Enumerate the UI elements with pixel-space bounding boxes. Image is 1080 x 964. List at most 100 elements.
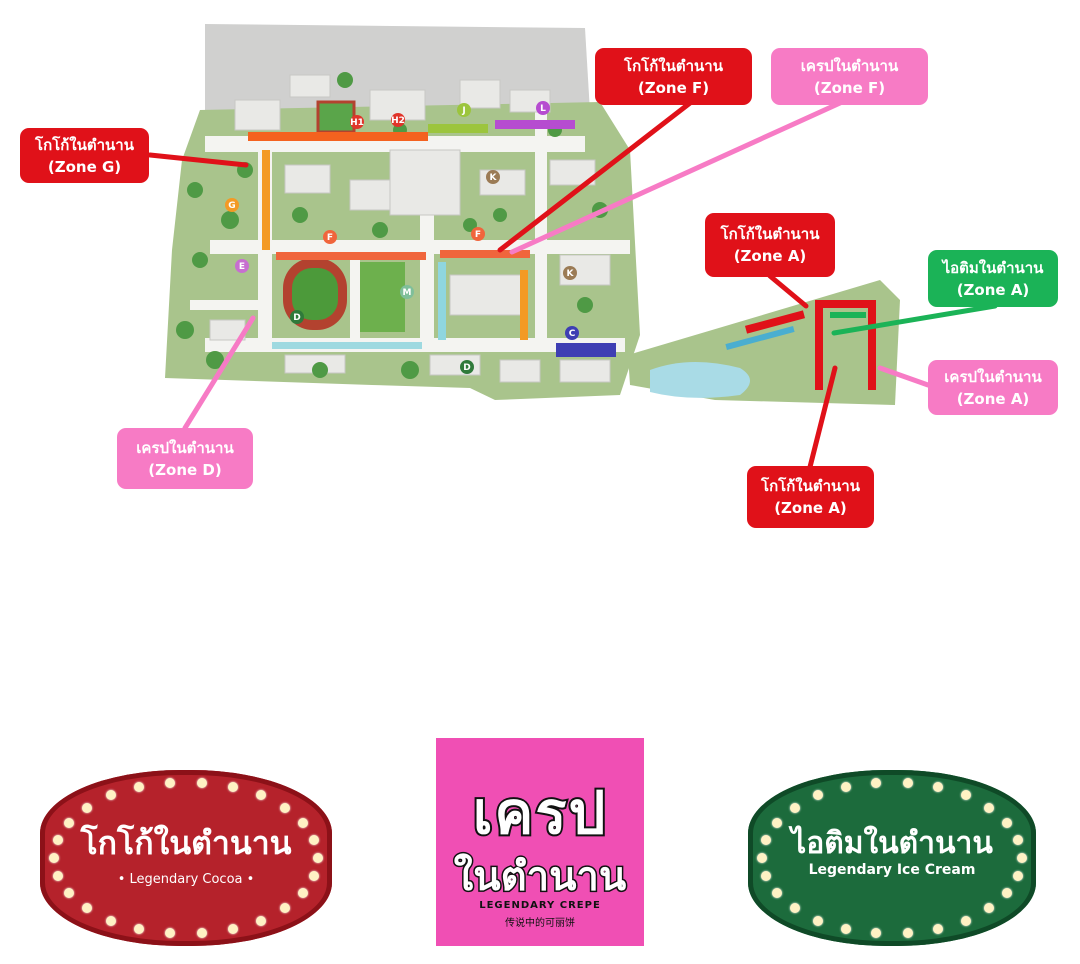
svg-text:H2: H2 bbox=[391, 116, 405, 126]
svg-text:K: K bbox=[490, 173, 498, 183]
marquee-bulb bbox=[309, 834, 320, 845]
marquee-bulb bbox=[840, 924, 851, 935]
marquee-bulb bbox=[313, 853, 323, 863]
marquee-bulb bbox=[297, 817, 308, 828]
svg-text:H1: H1 bbox=[350, 118, 364, 128]
marquee-bulb bbox=[933, 781, 944, 792]
marquee-bulb bbox=[279, 802, 290, 813]
marquee-bulb bbox=[106, 790, 116, 801]
map-buildings bbox=[209, 74, 611, 383]
marquee-bulb bbox=[196, 928, 207, 939]
callout-line1: โกโก้ในตำนาน bbox=[720, 225, 820, 243]
marquee-bulb bbox=[902, 928, 913, 939]
svg-text:G: G bbox=[228, 201, 235, 211]
marquee-bulb bbox=[165, 777, 176, 788]
marquee-bulb bbox=[49, 853, 59, 863]
marquee-bulb bbox=[984, 802, 995, 813]
marquee-bulb bbox=[134, 781, 145, 792]
logo-ice-subtitle: Legendary Ice Cream bbox=[808, 862, 976, 878]
marquee-bulb bbox=[227, 924, 238, 935]
map-roads bbox=[190, 100, 630, 352]
marquee-bulb bbox=[255, 790, 266, 801]
callout-icecream-zone-a: ไอติมในตำนาน (Zone A) bbox=[928, 250, 1058, 307]
marquee-bulb bbox=[134, 924, 145, 935]
callout-crepe-zone-d: เครปในตำนาน (Zone D) bbox=[117, 428, 253, 489]
logo-ice-bulbs bbox=[748, 770, 1036, 946]
marquee-bulb bbox=[52, 871, 63, 882]
marquee-bulb bbox=[1002, 888, 1013, 899]
svg-text:M: M bbox=[403, 288, 412, 298]
marquee-bulb bbox=[789, 903, 800, 914]
logo-cocoa-title: โกโก้ในตำนาน bbox=[80, 824, 292, 862]
svg-text:D: D bbox=[293, 313, 300, 323]
svg-text:C: C bbox=[569, 329, 576, 339]
logo-ice-title: ไอติมในตำนาน bbox=[791, 826, 993, 861]
svg-text:E: E bbox=[239, 262, 245, 272]
logo-cocoa-subtitle: • Legendary Cocoa • bbox=[117, 872, 255, 887]
svg-text:K: K bbox=[567, 269, 575, 279]
logo-crepe-title2: ในตำนาน bbox=[452, 853, 627, 902]
callout-line1: ไอติมในตำนาน bbox=[942, 258, 1044, 277]
marquee-bulb bbox=[960, 915, 971, 926]
marquee-bulb bbox=[106, 915, 116, 926]
callout-line2: (Zone F) bbox=[637, 78, 710, 97]
callout-line1: โกโก้ในตำนาน bbox=[761, 477, 860, 495]
marquee-bulb bbox=[227, 781, 238, 792]
marquee-bulb bbox=[165, 928, 176, 939]
map-zone-a-booths bbox=[744, 300, 876, 390]
map-booth-strips bbox=[248, 120, 616, 357]
marquee-bulb bbox=[309, 871, 320, 882]
marquee-bulb bbox=[960, 790, 971, 801]
map-east-lake bbox=[650, 361, 750, 398]
marquee-bulb bbox=[813, 915, 824, 926]
logo-crepe-chinese: 传说中的可丽饼 bbox=[505, 918, 575, 929]
marquee-bulb bbox=[760, 871, 771, 882]
map-rugby-field bbox=[360, 262, 405, 332]
logo-cocoa-plate bbox=[40, 770, 332, 946]
callout-cocoa-zone-g: โกโก้ในตำนาน (Zone G) bbox=[20, 128, 149, 183]
logo-legendary-cocoa: โกโก้ในตำนาน • Legendary Cocoa • bbox=[40, 770, 332, 946]
callout-line2: (Zone A) bbox=[774, 499, 847, 517]
logo-legendary-ice-cream: ไอติมในตำนาน Legendary Ice Cream bbox=[748, 770, 1036, 946]
callout-line1: โกโก้ในตำนาน bbox=[624, 56, 723, 75]
callout-crepe-zone-a: เครปในตำนาน (Zone A) bbox=[928, 360, 1058, 415]
marquee-bulb bbox=[255, 915, 266, 926]
marquee-bulb bbox=[902, 777, 913, 788]
marquee-bulb bbox=[933, 924, 944, 935]
marquee-bulb bbox=[82, 802, 93, 813]
callout-lines bbox=[147, 100, 998, 470]
callout-line2: (Zone G) bbox=[47, 157, 122, 176]
callout-line2: (Zone A) bbox=[733, 247, 807, 265]
callout-line2: (Zone A) bbox=[956, 280, 1030, 299]
callout-line1: เครปในตำนาน bbox=[944, 367, 1042, 386]
marquee-bulb bbox=[1013, 834, 1024, 845]
callout-line2: (Zone F) bbox=[813, 78, 886, 97]
map-zone-b-strip bbox=[725, 326, 795, 350]
logo-ice-plate bbox=[748, 770, 1036, 946]
callout-cocoa-zone-f: โกโก้ในตำนาน (Zone F) bbox=[595, 48, 752, 105]
marquee-bulb bbox=[789, 802, 800, 813]
map-stadium-field bbox=[292, 268, 338, 320]
marquee-bulb bbox=[771, 888, 782, 899]
marquee-bulb bbox=[52, 834, 63, 845]
campus-map: G E F F D D M H1 H2 J L K K C A B bbox=[147, 24, 998, 470]
callout-line2: (Zone D) bbox=[148, 460, 222, 479]
marquee-bulb bbox=[64, 817, 75, 828]
svg-text:D: D bbox=[463, 363, 470, 373]
svg-text:F: F bbox=[327, 233, 333, 243]
marquee-bulb bbox=[840, 781, 851, 792]
marquee-bulb bbox=[984, 903, 995, 914]
marquee-bulb bbox=[813, 790, 824, 801]
marquee-bulb bbox=[297, 888, 308, 899]
logo-cocoa-bulbs bbox=[40, 770, 332, 946]
marquee-bulb bbox=[64, 888, 75, 899]
svg-text:F: F bbox=[475, 230, 481, 240]
marquee-bulb bbox=[196, 777, 207, 788]
marquee-bulb bbox=[1017, 853, 1027, 863]
svg-text:L: L bbox=[540, 104, 546, 114]
callout-cocoa-zone-a-bottom: โกโก้ในตำนาน (Zone A) bbox=[747, 466, 874, 528]
callout-line1: โกโก้ในตำนาน bbox=[35, 135, 134, 154]
marquee-bulb bbox=[82, 903, 93, 914]
callout-crepe-zone-f: เครปในตำนาน (Zone F) bbox=[771, 48, 928, 105]
marquee-bulb bbox=[871, 777, 882, 788]
